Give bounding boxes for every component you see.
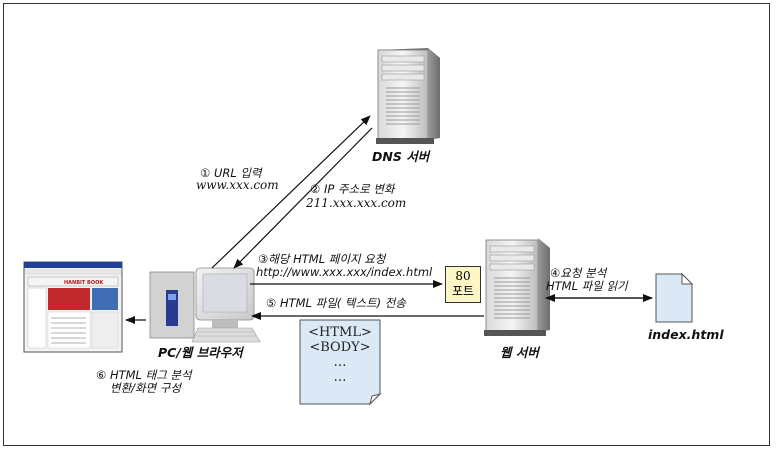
step6-title: ⑥ HTML 태그 분석	[96, 368, 192, 382]
web-server-label: 웹 서버	[500, 345, 539, 360]
pc-browser-label: PC/웹 브라우저	[158, 345, 243, 360]
step1-title: ① URL 입력	[200, 166, 262, 180]
dns-server-icon	[376, 48, 440, 144]
step2-value: 211.xxx.xxx.com	[306, 196, 407, 210]
html-document: <HTML> <BODY> … …	[300, 320, 380, 404]
step4-value: HTML 파일 읽기	[546, 279, 628, 293]
port-80-box: 80 포트	[445, 266, 481, 303]
port-number: 80	[455, 269, 471, 283]
file-label: index.html	[648, 327, 724, 342]
html-doc-line1: <HTML>	[308, 325, 372, 340]
dns-server-label: DNS 서버	[372, 149, 430, 164]
step5-title: ⑤ HTML 파일( 텍스트) 전송	[266, 296, 406, 310]
html-doc-line2: <BODY>	[309, 340, 371, 355]
arrow-url-input	[211, 115, 371, 269]
step3-title: ③해당 HTML 페이지 요청	[258, 252, 386, 266]
arrow-ip-translate	[233, 127, 373, 269]
step3-value: http://www.xxx.xxx/index.html	[256, 265, 433, 279]
pc-computer-icon	[149, 267, 261, 343]
web-server-icon	[484, 238, 550, 336]
html-doc-line3: …	[333, 355, 347, 370]
browser-brand-text: HANBIT BOOK	[64, 280, 104, 286]
step4-title: ④요청 분석	[550, 266, 607, 280]
step6-value: 변환/화면 구성	[110, 381, 182, 395]
browser-window-screenshot: HANBIT BOOK	[23, 261, 123, 353]
step2-title: ② IP 주소로 변화	[310, 182, 395, 196]
file-icon	[655, 272, 694, 323]
port-label: 포트	[451, 284, 475, 298]
html-document-icon	[299, 319, 382, 406]
html-doc-line4: …	[333, 370, 347, 385]
step1-value: www.xxx.com	[196, 178, 279, 192]
